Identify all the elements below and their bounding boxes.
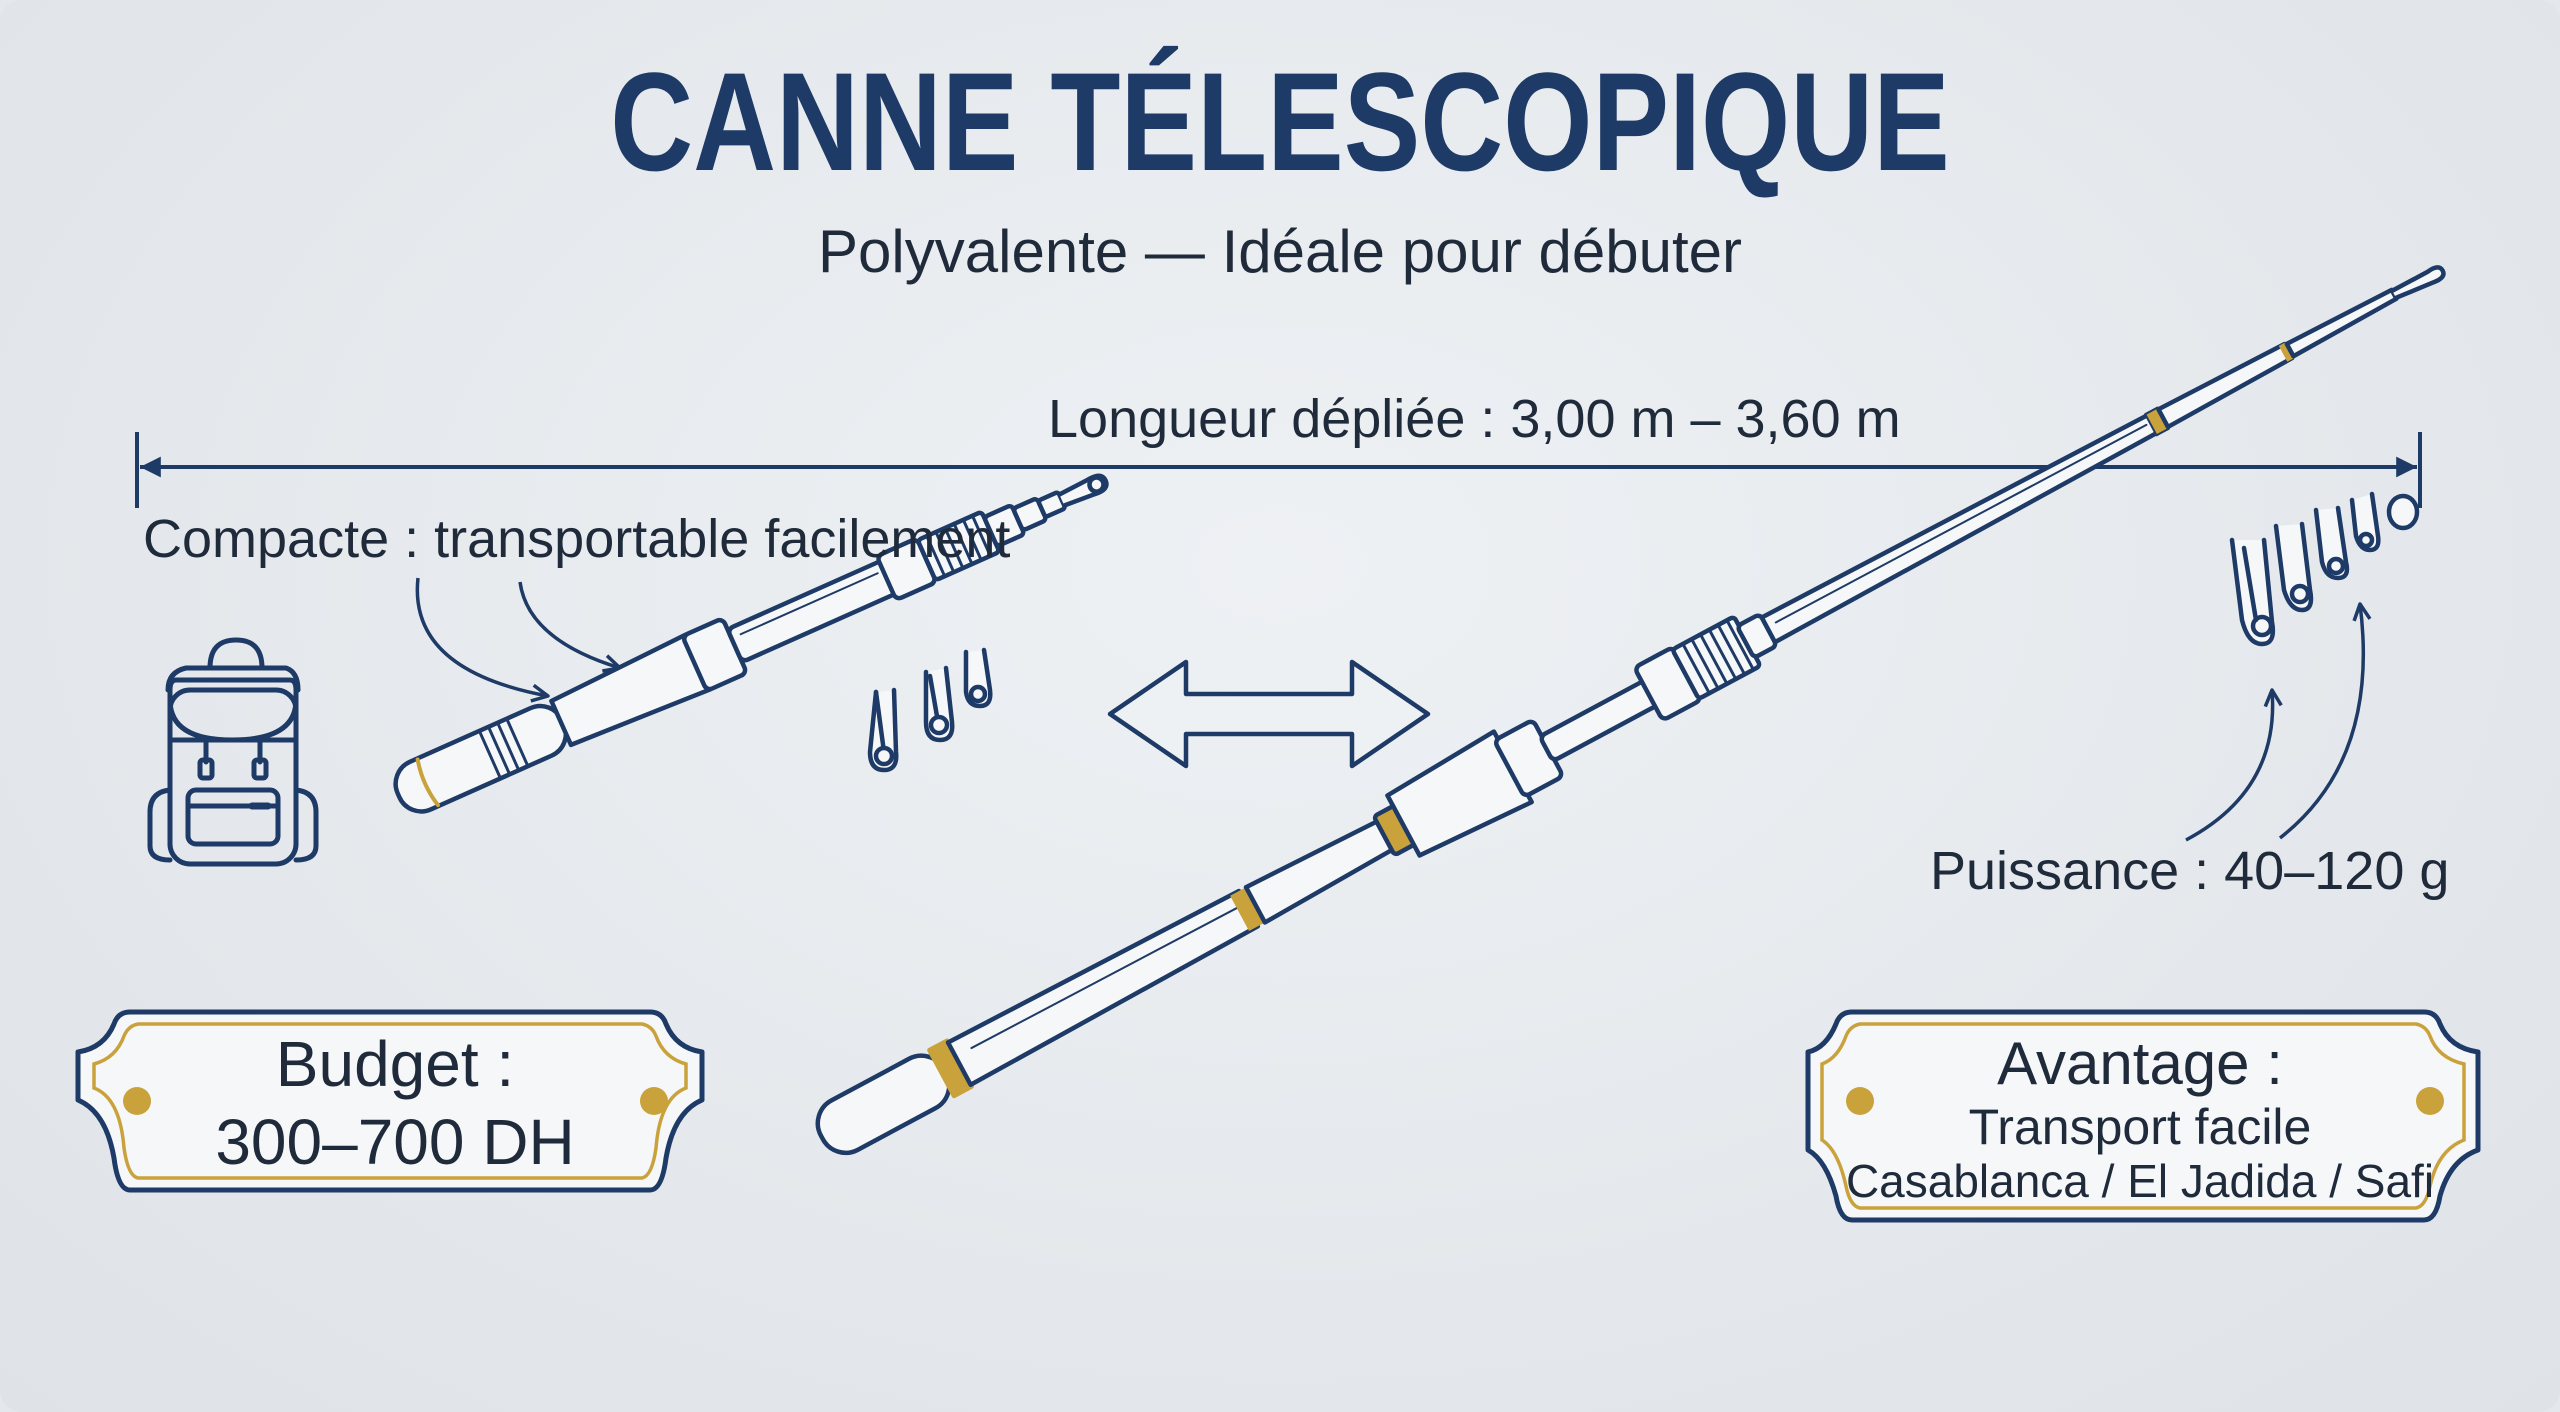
length-label: Longueur dépliée : 3,00 m – 3,60 m: [1048, 389, 1901, 449]
length-arrow-icon: [135, 432, 2422, 508]
page-subtitle: Polyvalente — Idéale pour débuter: [818, 218, 1742, 285]
advantage-title: Avantage :: [1997, 1030, 2283, 1097]
advantage-plaque: [1805, 1009, 2481, 1223]
budget-plaque: [75, 1009, 705, 1193]
page-title: CANNE TÉLESCOPIQUE: [610, 43, 1950, 200]
backpack-icon: [147, 637, 319, 867]
compact-rod: [393, 473, 1109, 814]
curved-arrow-icon: [415, 577, 622, 703]
budget-title: Budget :: [275, 1028, 515, 1100]
double-arrow-icon: [1107, 659, 1431, 769]
budget-value: 300–700 DH: [215, 1106, 575, 1178]
advantage-line-transport: Transport facile: [1968, 1099, 2312, 1155]
advantage-line-cities: Casablanca / El Jadida / Safi: [1845, 1155, 2435, 1207]
extended-rod: [815, 265, 2446, 1156]
compact-label: Compacte : transportable facilement: [143, 509, 1011, 569]
power-label: Puissance : 40–120 g: [1930, 841, 2450, 901]
curved-arrow-icon: [2185, 602, 2372, 842]
